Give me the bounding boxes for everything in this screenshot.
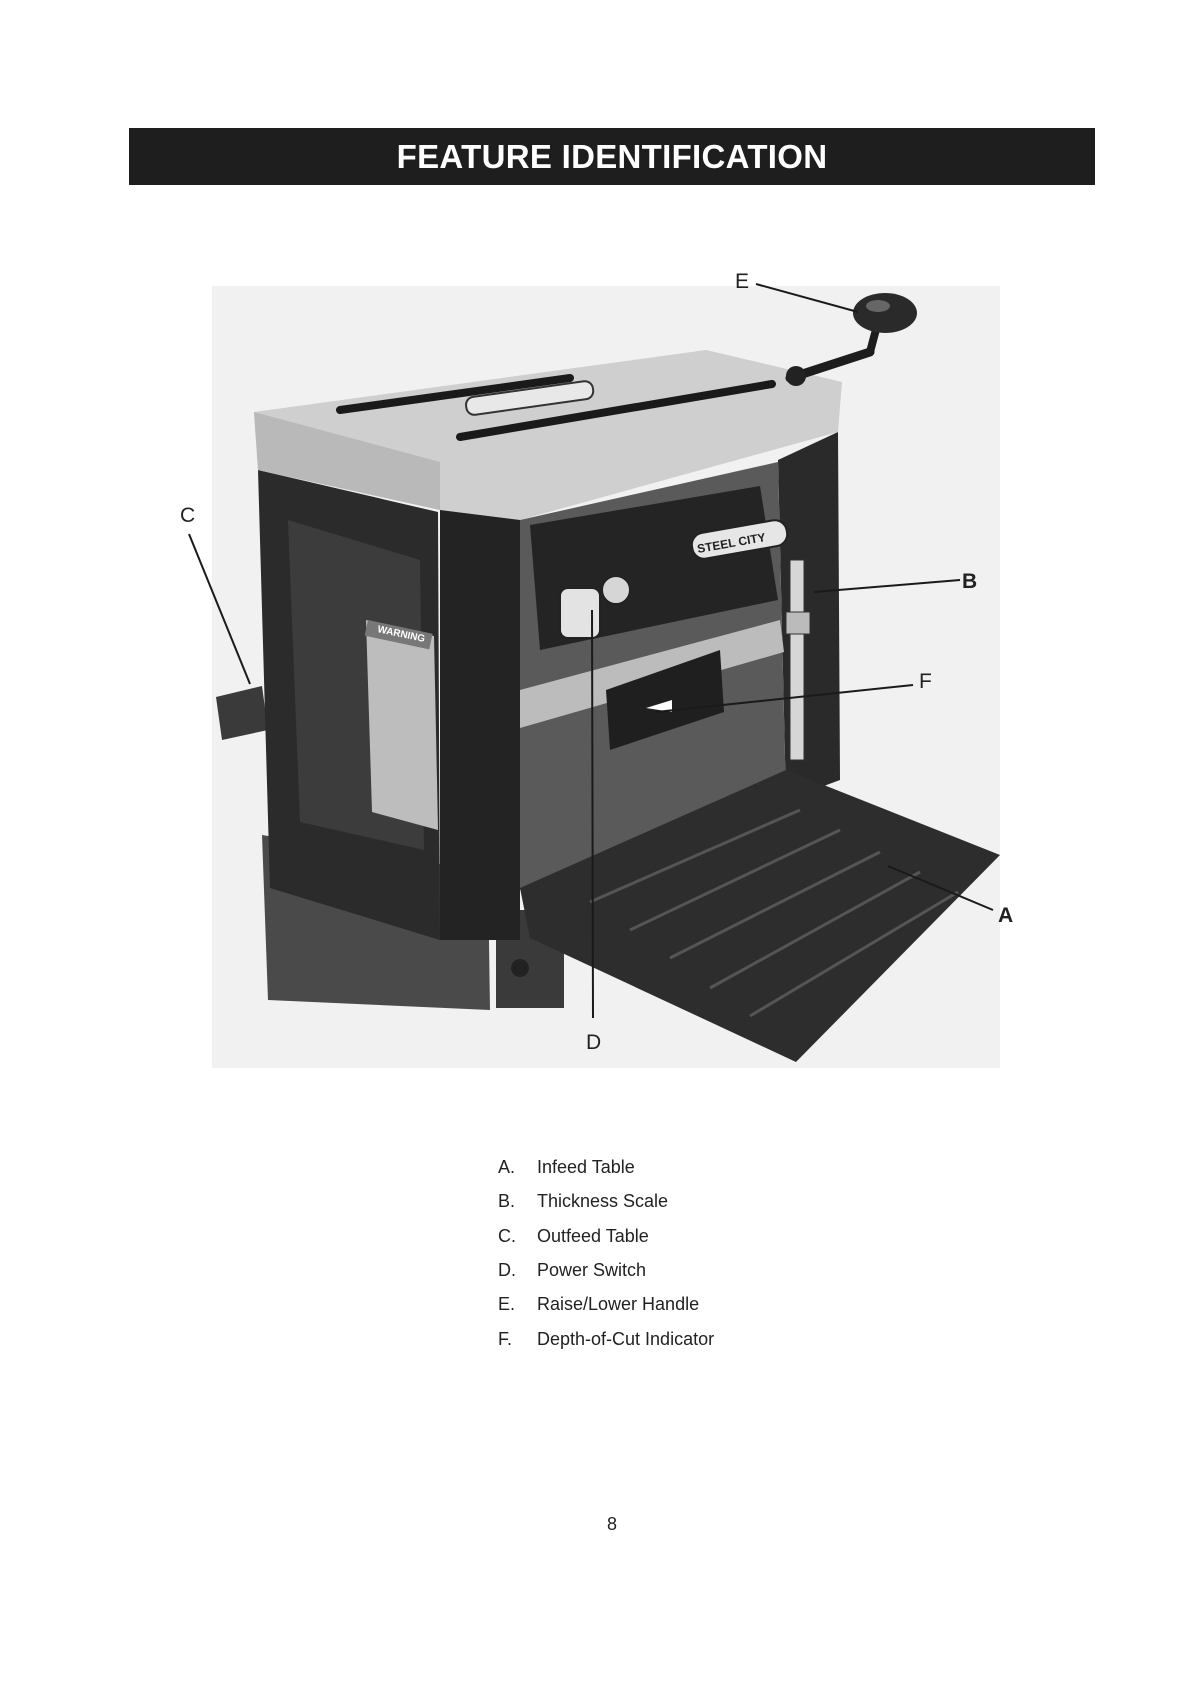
- legend-letter: F.: [498, 1329, 512, 1350]
- handle-knob-highlight: [866, 300, 890, 312]
- page-number: 8: [0, 1514, 1192, 1535]
- handle-hub: [786, 366, 806, 386]
- callout-b: B: [962, 571, 977, 592]
- legend-letter: A.: [498, 1157, 515, 1178]
- callout-d: D: [586, 1032, 601, 1053]
- callout-c: C: [180, 505, 195, 526]
- legend-text: Outfeed Table: [537, 1226, 649, 1247]
- callout-e: E: [735, 271, 749, 292]
- leader-line-d: [592, 610, 593, 1018]
- speed-dial: [602, 576, 630, 604]
- legend-letter: D.: [498, 1260, 516, 1281]
- legend-letter: B.: [498, 1191, 515, 1212]
- planer-figure: WARNING STEEL CITY: [0, 0, 1192, 1100]
- legend-text: Power Switch: [537, 1260, 646, 1281]
- front-left-pillar: [440, 508, 520, 940]
- callout-f: F: [919, 671, 932, 692]
- legend-letter: C.: [498, 1226, 516, 1247]
- scale-pointer: [786, 612, 810, 634]
- legend-text: Depth-of-Cut Indicator: [537, 1329, 714, 1350]
- legend-text: Infeed Table: [537, 1157, 635, 1178]
- planer-illustration: WARNING STEEL CITY: [0, 0, 1192, 1100]
- legend-text: Thickness Scale: [537, 1191, 668, 1212]
- callout-a: A: [998, 905, 1013, 926]
- legend-text: Raise/Lower Handle: [537, 1294, 699, 1315]
- thickness-scale: [790, 560, 804, 760]
- base-bolt: [511, 959, 529, 977]
- power-switch: [560, 588, 600, 638]
- handle-knob: [853, 293, 917, 333]
- legend-letter: E.: [498, 1294, 515, 1315]
- warning-label: [366, 620, 438, 830]
